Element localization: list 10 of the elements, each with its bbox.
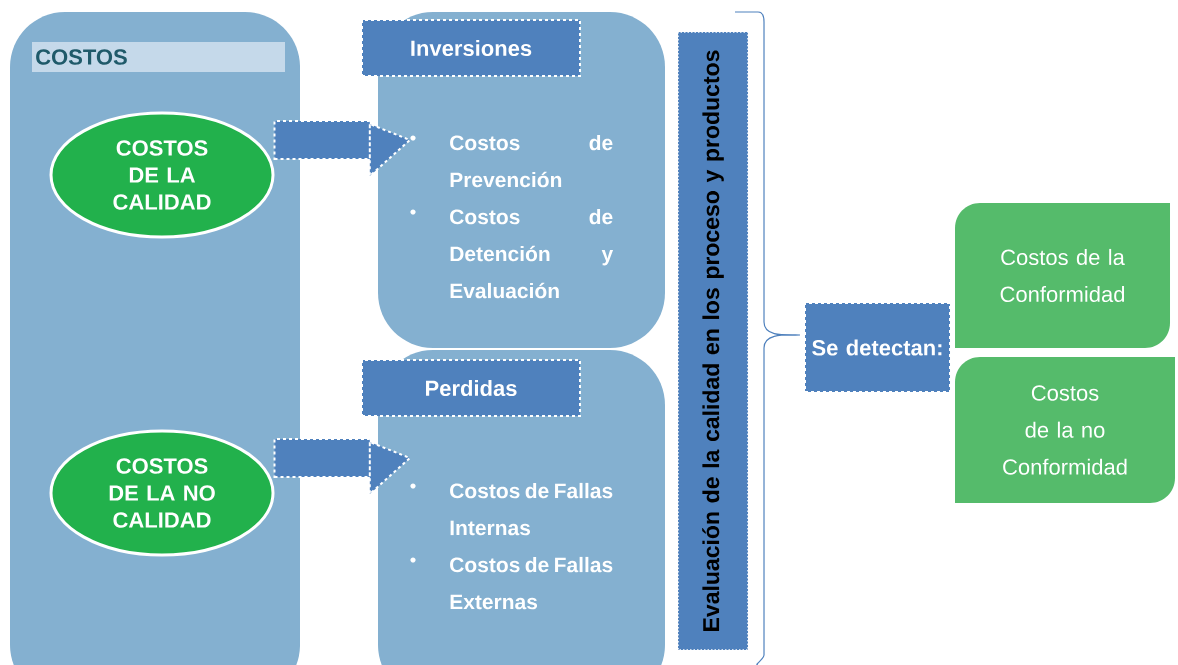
node-label: Costos de Fallas Internas — [450, 482, 613, 536]
heading-box: Perdidas — [361, 359, 581, 417]
heading-box: Se detectan: — [804, 302, 951, 393]
node-label: Costos de Prevención — [450, 134, 613, 188]
vertical-box: Evaluación de la calidad en los proceso y productos — [677, 31, 749, 651]
result-box: Costos de la no Conformidad — [955, 357, 1175, 503]
node-label: Costos de Detención y Evaluación — [450, 208, 614, 299]
node-label: Costos de Fallas Externas — [450, 556, 613, 610]
result-box: Costos de la Conformidad — [955, 203, 1170, 348]
heading-box: Inversiones — [361, 19, 581, 77]
